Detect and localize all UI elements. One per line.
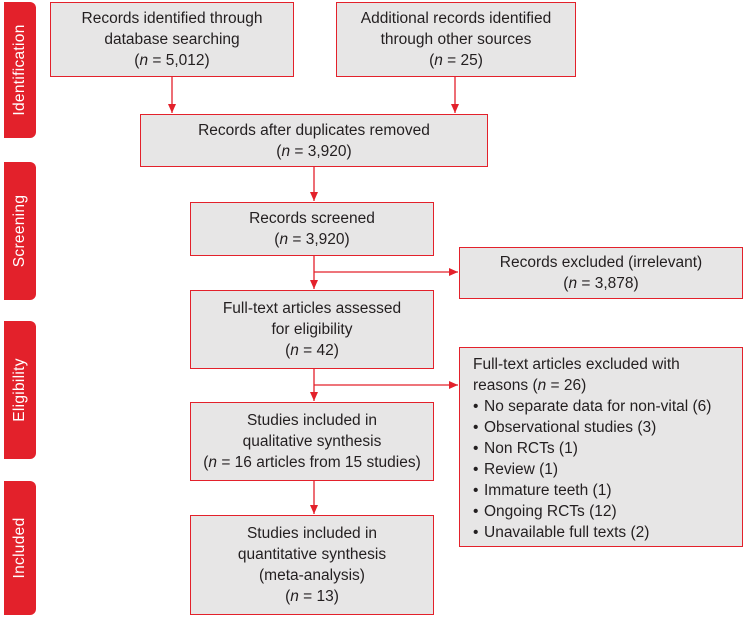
quantitative-line1: Studies included in (246, 525, 378, 542)
qualitative-line1: Studies included in (246, 412, 378, 429)
duplicates-line1: Records after duplicates removed (198, 121, 430, 139)
exclusion-reason: •Observational studies (3) (473, 419, 657, 436)
box-database-records: Records identified through database sear… (50, 2, 294, 77)
database-count: (n = 5,012) (134, 52, 210, 69)
screened-line1: Records screened (249, 210, 375, 227)
phase-tab-identification: Identification (4, 2, 36, 138)
excluded-count: (n = 3,878) (563, 275, 639, 292)
exclusion-reason: •Ongoing RCTs (12) (473, 503, 617, 520)
exclusion-reason: •Review (1) (473, 461, 559, 478)
other-sources-line2: through other sources (380, 31, 532, 48)
other-sources-count: (n = 25) (429, 52, 483, 69)
exclusion-reasons-list: •No separate data for non-vital (6) •Obs… (473, 396, 742, 543)
screened-count: (n = 3,920) (274, 231, 350, 248)
fulltext-line1: Full-text articles assessed (222, 300, 402, 317)
qualitative-line2: qualitative synthesis (242, 433, 382, 450)
exclusion-reason: •Non RCTs (1) (473, 440, 578, 457)
box-duplicates-removed: Records after duplicates removed (n = 3,… (140, 114, 488, 167)
database-line2: database searching (104, 31, 240, 48)
qualitative-count: (n = 16 articles from 15 studies) (203, 454, 421, 471)
fulltext-count: (n = 42) (285, 342, 339, 359)
quantitative-line2: quantitative synthesis (237, 546, 387, 563)
duplicates-count: (n = 3,920) (276, 142, 352, 160)
exclusion-reason: •Immature teeth (1) (473, 482, 612, 499)
fulltext-excluded-line1: Full-text articles excluded with (473, 356, 680, 373)
quantitative-count: (n = 13) (285, 588, 339, 605)
database-line1: Records identified through (81, 10, 263, 27)
phase-tab-included: Included (4, 481, 36, 615)
box-fulltext-assessed: Full-text articles assessed for eligibil… (190, 290, 434, 369)
excluded-line1: Records excluded (irrelevant) (499, 254, 703, 271)
box-records-excluded: Records excluded (irrelevant) (n = 3,878… (459, 247, 743, 299)
box-fulltext-excluded: Full-text articles excluded with reasons… (459, 347, 743, 547)
exclusion-reason: •Unavailable full texts (2) (473, 524, 650, 541)
phase-tab-eligibility: Eligibility (4, 321, 36, 459)
box-other-sources: Additional records identified through ot… (336, 2, 576, 77)
box-records-screened: Records screened (n = 3,920) (190, 202, 434, 256)
phase-tab-screening: Screening (4, 162, 36, 300)
box-quantitative-synthesis: Studies included in quantitative synthes… (190, 515, 434, 615)
fulltext-line2: for eligibility (271, 321, 353, 338)
box-qualitative-synthesis: Studies included in qualitative synthesi… (190, 402, 434, 481)
fulltext-excluded-line2: reasons (n = 26) (473, 377, 587, 394)
other-sources-line1: Additional records identified (360, 10, 552, 27)
exclusion-reason: •No separate data for non-vital (6) (473, 398, 712, 415)
quantitative-line3: (meta-analysis) (259, 567, 365, 584)
